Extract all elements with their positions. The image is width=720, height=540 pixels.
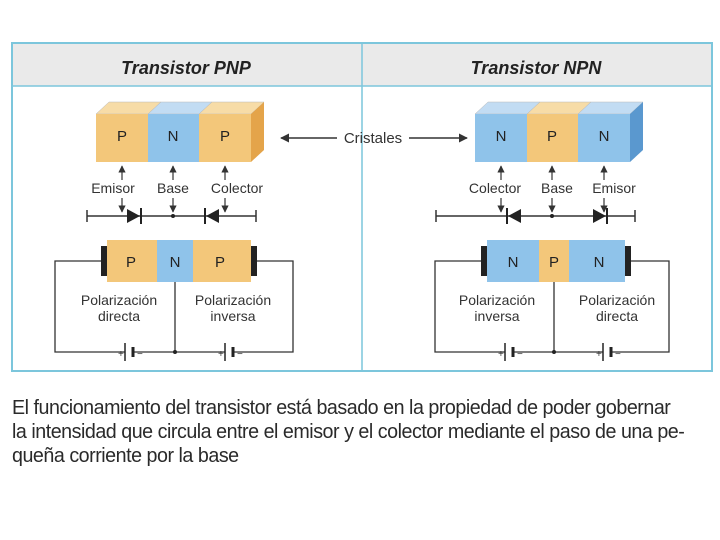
pnp-diode-2 [206, 209, 219, 223]
pnp-block-2-label: N [168, 128, 179, 145]
pnp-bias-right-line-2: inversa [210, 308, 255, 324]
pnp-block-3 [199, 114, 251, 162]
pnp-terminals: Emisor Base Colector [91, 165, 263, 213]
pnp-colector-label: Colector [211, 180, 263, 196]
npn-bias-block-1-label: N [508, 254, 519, 271]
pnp-title: Transistor PNP [121, 58, 252, 78]
npn-bias-right-line-2: directa [596, 308, 638, 324]
npn-bias-cap-right [625, 246, 631, 276]
npn-battery-2-minus: − [615, 349, 621, 360]
npn-bias-block-2 [539, 240, 569, 282]
npn-ground-node [552, 350, 556, 354]
npn-base-node [550, 214, 554, 218]
npn-emisor-label: Emisor [592, 180, 636, 196]
npn-terminals: Colector Base Emisor [469, 165, 636, 213]
npn-diode-2 [593, 209, 606, 223]
npn-bias-cap-left [481, 246, 487, 276]
npn-bias-left-line-2: inversa [474, 308, 519, 324]
pnp-battery-2-minus: − [237, 349, 243, 360]
pnp-bias-block-1 [107, 240, 157, 282]
npn-side-face [630, 102, 643, 162]
npn-title: Transistor NPN [471, 58, 603, 78]
npn-base-label: Base [541, 180, 573, 196]
npn-wire-left [434, 260, 505, 353]
pnp-block-3-label: P [220, 128, 230, 145]
pnp-block-1-label: P [117, 128, 127, 145]
npn-crystal: N P N [474, 101, 644, 162]
npn-bias-block-3 [569, 240, 625, 282]
npn-wire-right [611, 260, 670, 353]
npn-bias-circuit: N P N + − + − Polarización inversa Polar… [434, 240, 670, 361]
npn-block-2 [527, 114, 578, 162]
pnp-ground-node [173, 350, 177, 354]
pnp-bias-cap-left [101, 246, 107, 276]
pnp-bias-block-2-label: N [170, 254, 181, 271]
npn-bias-left-line-1: Polarización [459, 292, 535, 308]
pnp-crystal: P N P [95, 101, 265, 162]
pnp-battery-1-minus: − [137, 349, 143, 360]
crystals-label: Cristales [344, 130, 402, 147]
npn-bias-block-3-label: N [594, 254, 605, 271]
npn-battery-2-plus: + [596, 349, 602, 360]
npn-battery-1-plus: + [498, 349, 504, 360]
pnp-bias-block-3 [193, 240, 251, 282]
npn-bias-block-2-label: P [549, 254, 559, 271]
npn-battery-1-minus: − [517, 349, 523, 360]
pnp-bias-block-1-label: P [126, 254, 136, 271]
pnp-wire-right [233, 260, 294, 353]
pnp-battery-1-plus: + [118, 349, 124, 360]
pnp-bias-left-line-1: Polarización [81, 292, 157, 308]
pnp-base-node [171, 214, 175, 218]
npn-diode-symbol [435, 208, 636, 224]
npn-block-2-label: P [547, 128, 557, 145]
pnp-bias-circuit: P N P + − + − Polarización directa Polar… [54, 240, 294, 361]
caption-line-1: El funcionamiento del transistor está ba… [12, 396, 671, 419]
caption-line-2: la intensidad que circula entre el emiso… [12, 420, 685, 443]
npn-colector-label: Colector [469, 180, 521, 196]
npn-block-3 [578, 114, 630, 162]
pnp-wire-left [54, 260, 125, 353]
pnp-block-1 [96, 114, 148, 162]
npn-block-1-label: N [496, 128, 507, 145]
transistor-figure: Transistor PNP Transistor NPN P N P Cris… [11, 42, 713, 372]
npn-diode-1 [508, 209, 521, 223]
npn-bias-right-line-1: Polarización [579, 292, 655, 308]
pnp-bias-left-line-2: directa [98, 308, 140, 324]
pnp-block-2 [148, 114, 199, 162]
npn-block-3-label: N [599, 128, 610, 145]
npn-bias-block-1 [487, 240, 539, 282]
pnp-bias-block-2 [157, 240, 193, 282]
pnp-battery-2-plus: + [218, 349, 224, 360]
caption: El funcionamiento del transistor está ba… [12, 396, 686, 468]
pnp-base-label: Base [157, 180, 189, 196]
npn-block-1 [475, 114, 527, 162]
pnp-bias-cap-right [251, 246, 257, 276]
pnp-diode-1 [127, 209, 140, 223]
pnp-bias-right-line-1: Polarización [195, 292, 271, 308]
pnp-diode-symbol [86, 208, 257, 224]
pnp-side-face [251, 102, 264, 162]
caption-line-3: queña corriente por la base [12, 444, 239, 467]
pnp-bias-block-3-label: P [215, 254, 225, 271]
pnp-emisor-label: Emisor [91, 180, 135, 196]
